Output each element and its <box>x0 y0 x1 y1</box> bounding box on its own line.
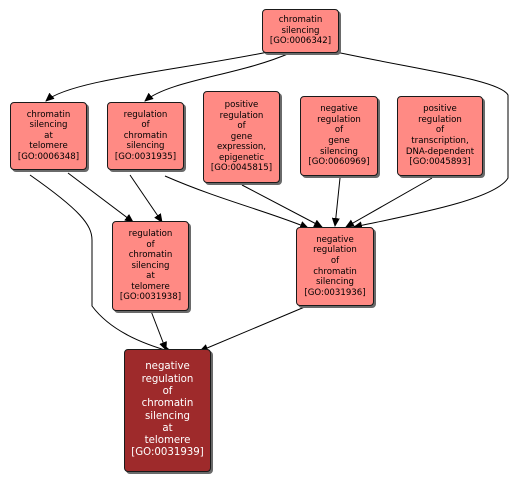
edge-31938-31939 <box>150 310 167 351</box>
edge-31935-31936 <box>164 175 309 229</box>
node-label-line: at <box>162 422 173 434</box>
node-label-line: negative <box>320 104 358 115</box>
node-label-line: positive <box>423 104 457 115</box>
node-label-line: gene <box>230 131 253 142</box>
edge-6342-31935 <box>144 52 291 102</box>
node-label-line: regulation <box>219 110 264 121</box>
node-go-0031935[interactable]: regulation of chromatin silencing [GO:00… <box>107 102 184 170</box>
node-label-line: [GO:0031935] <box>114 151 177 162</box>
edge-6348-31939 <box>29 174 173 354</box>
node-label-line: negative <box>145 361 190 373</box>
node-go-0045815[interactable]: positive regulation of gene expression, … <box>203 91 280 183</box>
node-label-line: at <box>44 130 53 141</box>
node-label-line: silencing <box>144 410 191 422</box>
node-label-line: epigenetic <box>218 152 265 163</box>
node-label-line: telomere <box>144 435 191 447</box>
edge-6348-31938 <box>67 172 134 223</box>
edge-60969-31936 <box>331 177 341 227</box>
node-label-line: chromatin <box>26 109 71 120</box>
node-label-line: silencing <box>319 146 358 157</box>
node-label-line: gene <box>328 136 350 146</box>
node-label-line: regulation <box>128 228 173 239</box>
edge-6342-31936 <box>335 51 509 230</box>
node-label-line: silencing <box>281 25 320 36</box>
node-go-0006348[interactable]: chromatin silencing at telomere [GO:0006… <box>10 102 87 170</box>
node-label-line: of <box>146 239 155 250</box>
node-label-line: regulation <box>123 109 168 120</box>
node-label-line: [GO:0031939] <box>131 447 204 459</box>
node-label-line: expression, <box>216 142 267 153</box>
node-label-line: regulation <box>313 245 357 256</box>
node-label-line: chromatin <box>128 250 173 261</box>
node-label-line: chromatin <box>278 15 323 26</box>
node-label-line: of <box>237 121 246 132</box>
edge-45893-31936 <box>345 177 433 228</box>
node-label-line: [GO:0006342] <box>269 36 332 47</box>
node-label-line: [GO:0045815] <box>210 163 273 174</box>
node-label-line: of <box>141 120 150 131</box>
node-label-line: of <box>334 125 344 136</box>
node-label-line: [GO:0045893] <box>409 157 471 168</box>
node-label-line: [GO:0006348] <box>17 151 80 162</box>
node-label-line: regulation <box>317 114 361 125</box>
node-label-line: chromatin <box>141 398 194 410</box>
node-label-line: positive <box>224 99 259 110</box>
node-label-line: DNA-dependent <box>405 146 475 157</box>
node-label-line: [GO:0031936] <box>304 287 366 298</box>
node-label-line: silencing <box>315 277 354 288</box>
node-label-line: negative <box>316 234 354 245</box>
node-go-0006342[interactable]: chromatin silencing [GO:0006342] <box>262 9 339 53</box>
node-label-line: chromatin <box>313 266 357 277</box>
node-label-line: silencing <box>131 260 170 271</box>
edge-45815-31936 <box>241 184 323 228</box>
node-label-line: of <box>435 125 445 136</box>
edge-6342-6348 <box>45 51 269 102</box>
edge-31936-31939 <box>199 305 308 352</box>
node-go-0045893[interactable]: positive regulation of transcription, DN… <box>397 96 483 176</box>
node-label-line: at <box>146 271 155 282</box>
node-go-0031936[interactable]: negative regulation of chromatin silenci… <box>296 227 374 306</box>
node-go-0031939[interactable]: negative regulation of chromatin silenci… <box>124 349 211 472</box>
node-label-line: of <box>162 385 173 397</box>
node-label-line: telomere <box>29 141 68 152</box>
node-label-line: telomere <box>131 281 170 292</box>
edge-31935-31938 <box>129 174 163 223</box>
node-label-line: regulation <box>141 373 194 385</box>
node-label-line: [GO:0031938] <box>119 292 182 303</box>
edges <box>29 51 509 354</box>
node-label-line: silencing <box>29 120 68 131</box>
node-go-0060969[interactable]: negative regulation of gene silencing [G… <box>300 96 378 176</box>
node-label-line: of <box>330 255 340 266</box>
node-label-line: regulation <box>418 114 462 125</box>
node-go-0031938[interactable]: regulation of chromatin silencing at tel… <box>112 221 189 311</box>
node-label-line: transcription, <box>411 136 469 146</box>
node-label-line: chromatin <box>123 130 168 141</box>
node-label-line: [GO:0060969] <box>308 157 370 168</box>
node-label-line: silencing <box>126 141 165 152</box>
